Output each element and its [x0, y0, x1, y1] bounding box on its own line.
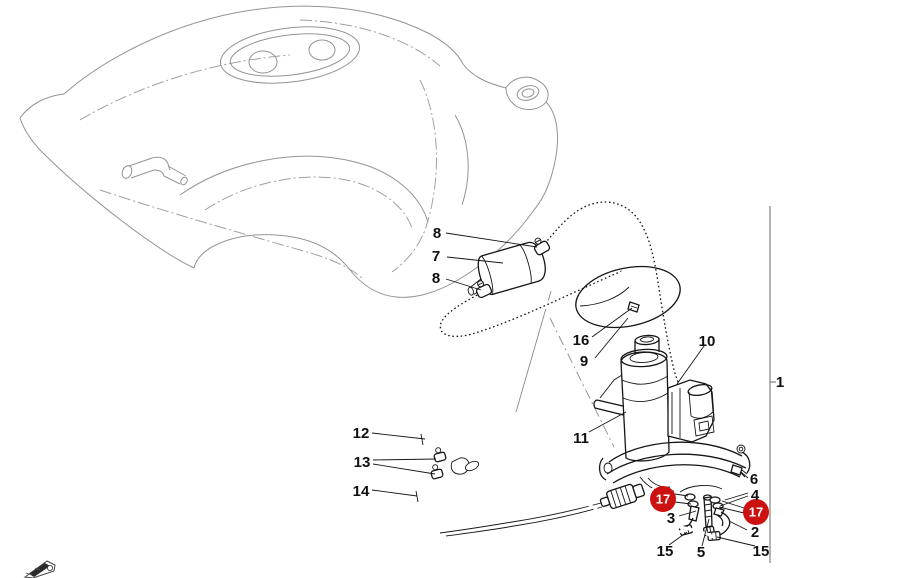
lower-hoses — [397, 417, 715, 552]
part-callout-8: 8 — [433, 225, 441, 242]
part-callout-10: 10 — [699, 333, 716, 350]
fuel-pump-assembly — [593, 334, 751, 493]
part-callout-15: 15 — [657, 543, 674, 560]
hose-clamp-lower — [475, 280, 493, 299]
hose-end-fitting — [620, 269, 633, 288]
pressure-regulator — [667, 379, 715, 443]
mounting-flange — [598, 441, 751, 493]
tank-petcock — [121, 156, 188, 186]
hose-14 — [397, 490, 715, 552]
highlight-badge-label: 17 — [656, 492, 670, 507]
part-callout-9: 9 — [580, 353, 588, 370]
highlight-badge-17 — [650, 486, 676, 512]
fuel-tank-outline — [19, 5, 559, 298]
part-callout-8: 8 — [432, 270, 440, 287]
part-callout-16: 16 — [573, 332, 590, 349]
highlight-badge-17 — [743, 499, 769, 525]
highlight-badge-label: 17 — [749, 505, 763, 520]
part-callout-13: 13 — [354, 454, 371, 471]
part-callout-12: 12 — [353, 425, 370, 442]
part-callout-5: 5 — [697, 544, 705, 561]
part-callout-6: 6 — [750, 471, 758, 488]
hose-tee-fitting — [430, 447, 480, 480]
oring-callout-ellipse — [575, 265, 681, 329]
hose-filter-to-union — [437, 268, 624, 340]
centerlines — [515, 290, 615, 448]
page-corner-icon — [23, 560, 56, 578]
hose-clamp-upper — [533, 237, 551, 256]
part-callout-14: 14 — [353, 483, 370, 500]
part-callout-15: 15 — [753, 543, 770, 560]
part-callout-7: 7 — [432, 248, 440, 265]
flange-bolt — [730, 464, 748, 478]
hose-12 — [420, 417, 688, 535]
part-callout-2: 2 — [751, 524, 759, 541]
corrugated-fuel-hoses — [437, 198, 696, 407]
part-callout-4: 4 — [751, 487, 760, 504]
group-bracket — [769, 206, 776, 563]
part-callout-3: 3 — [667, 510, 675, 527]
hose-filter-to-pump — [539, 198, 696, 407]
pump-body — [620, 334, 670, 462]
part-callout-11: 11 — [573, 430, 589, 447]
electrical-connector — [439, 483, 657, 537]
part-callout-1: 1 — [776, 374, 784, 391]
leader-lines — [371, 232, 756, 547]
